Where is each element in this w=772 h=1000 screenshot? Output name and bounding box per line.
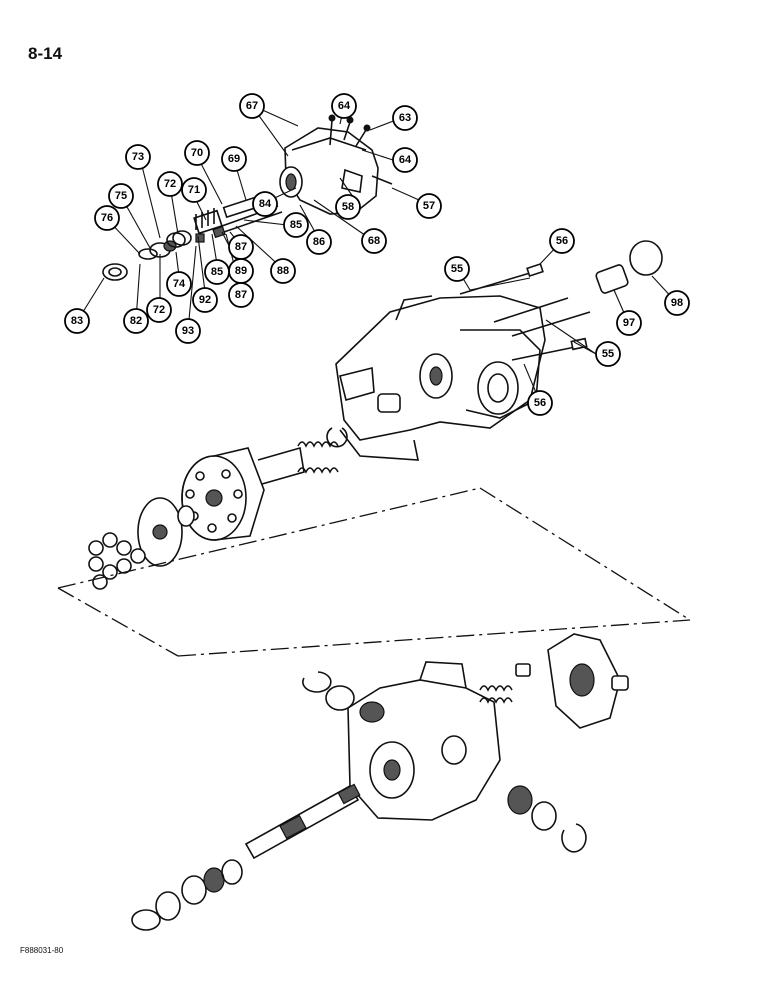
callout-56-lower-label: 56 <box>534 397 546 409</box>
callout-55-lower-label: 55 <box>602 348 614 360</box>
callout-87-upper-label: 87 <box>235 241 247 253</box>
callout-83-label: 83 <box>71 315 83 327</box>
callout-64-right-label: 64 <box>399 154 412 166</box>
drive-shaft <box>244 783 361 860</box>
callout-87-upper: 87 <box>228 234 254 260</box>
callout-75: 75 <box>108 183 134 209</box>
plug-and-oring <box>595 240 663 294</box>
callout-67-label: 67 <box>246 100 258 112</box>
callout-93-label: 93 <box>182 325 194 337</box>
callout-72-upper: 72 <box>157 171 183 197</box>
alignment-line-upper <box>57 487 481 589</box>
charge-relief-spring <box>479 663 531 704</box>
figure-id: F888031-80 <box>20 946 64 955</box>
callout-92: 92 <box>192 287 218 313</box>
callout-57: 57 <box>416 193 442 219</box>
callout-97: 97 <box>616 310 642 336</box>
callout-98: 98 <box>664 290 690 316</box>
callout-82: 82 <box>123 308 149 334</box>
callout-64-top-label: 64 <box>338 100 351 112</box>
callout-55-lower: 55 <box>595 341 621 367</box>
callout-56-lower: 56 <box>527 390 553 416</box>
callout-98-label: 98 <box>671 297 683 309</box>
callout-88: 88 <box>270 258 296 284</box>
callout-67: 67 <box>239 93 265 119</box>
callout-55-upper: 55 <box>444 256 470 282</box>
callout-82-label: 82 <box>130 315 142 327</box>
shaft-seal-group <box>131 859 243 931</box>
callout-57-label: 57 <box>423 200 435 212</box>
callout-56-upper-label: 56 <box>556 235 568 247</box>
callout-69: 69 <box>221 146 247 172</box>
piston-shoes <box>88 532 146 590</box>
callout-89: 89 <box>228 258 254 284</box>
spring-and-pin <box>257 427 348 485</box>
callout-86-label: 86 <box>313 236 325 248</box>
callout-68: 68 <box>361 228 387 254</box>
callout-85-lower-label: 85 <box>211 266 223 278</box>
callout-86: 86 <box>306 229 332 255</box>
callout-58-label: 58 <box>342 201 354 213</box>
callout-92-label: 92 <box>199 294 211 306</box>
callout-71-label: 71 <box>188 184 200 196</box>
callout-97-label: 97 <box>623 317 635 329</box>
callout-85-lower: 85 <box>204 259 230 285</box>
callout-88-label: 88 <box>277 265 289 277</box>
retainer-plate <box>137 497 195 567</box>
callout-71: 71 <box>181 177 207 203</box>
callout-73: 73 <box>125 144 151 170</box>
callout-73-label: 73 <box>132 151 144 163</box>
callout-76: 76 <box>94 205 120 231</box>
callout-55-upper-label: 55 <box>451 263 463 275</box>
lower-housing <box>347 661 501 821</box>
callout-85-upper-label: 85 <box>290 219 302 231</box>
callout-87-lower-label: 87 <box>235 289 247 301</box>
callout-58: 58 <box>335 194 361 220</box>
callout-63: 63 <box>392 105 418 131</box>
callout-64-top: 64 <box>331 93 357 119</box>
pump-housing <box>335 295 546 461</box>
callout-89-label: 89 <box>235 265 247 277</box>
alignment-line-right <box>479 487 691 621</box>
callout-84: 84 <box>252 191 278 217</box>
swashplate-cover <box>547 633 629 729</box>
callout-69-label: 69 <box>228 153 240 165</box>
cylinder-block <box>181 447 265 541</box>
callout-74: 74 <box>166 271 192 297</box>
callout-68-label: 68 <box>368 235 380 247</box>
callout-85-upper: 85 <box>283 212 309 238</box>
callout-83: 83 <box>64 308 90 334</box>
callout-75-label: 75 <box>115 190 127 202</box>
callout-84-label: 84 <box>259 198 272 210</box>
callout-93: 93 <box>175 318 201 344</box>
callout-56-upper: 56 <box>549 228 575 254</box>
callout-72-lower-label: 72 <box>153 304 165 316</box>
alignment-line-left <box>57 587 179 657</box>
callout-70-label: 70 <box>191 147 203 159</box>
control-valve-housing <box>279 114 393 215</box>
callout-87-lower: 87 <box>228 282 254 308</box>
callout-70: 70 <box>184 140 210 166</box>
callout-74-label: 74 <box>173 278 186 290</box>
housing-bolts <box>459 263 591 361</box>
callout-72-upper-label: 72 <box>164 178 176 190</box>
callout-63-label: 63 <box>399 112 411 124</box>
shaft-bearings-left <box>302 671 385 723</box>
callout-72-lower: 72 <box>146 297 172 323</box>
callout-64-right: 64 <box>392 147 418 173</box>
page-number: 8-14 <box>28 44 63 63</box>
alignment-line-lower <box>177 619 691 657</box>
callout-76-label: 76 <box>101 212 113 224</box>
end-cap-and-seals <box>102 230 192 281</box>
shaft-bearings-right <box>507 785 587 853</box>
